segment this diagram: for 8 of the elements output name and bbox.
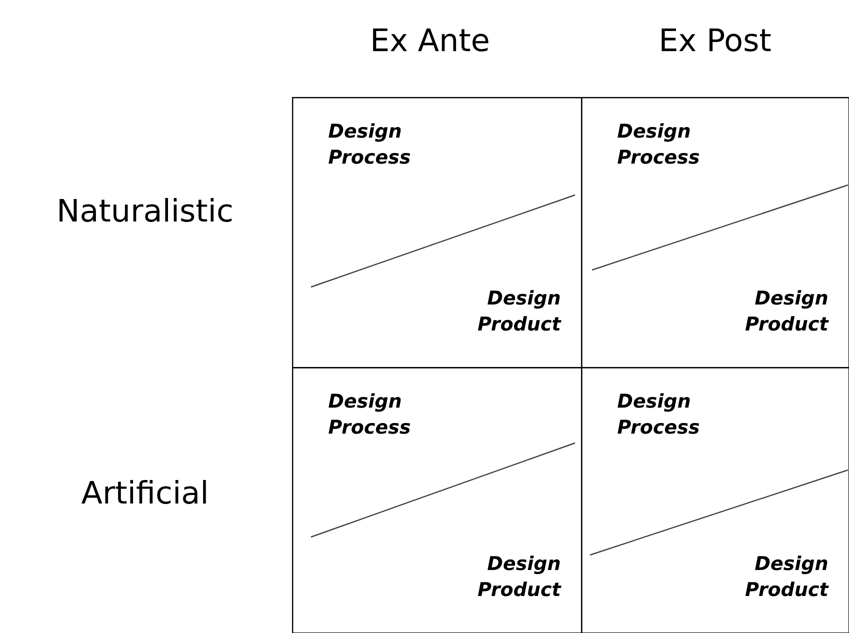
grid-cell: Design Process Design Product xyxy=(292,367,582,633)
row-header: Artificial xyxy=(81,480,206,504)
row-header: Naturalistic xyxy=(60,198,232,222)
column-header: Ex Post xyxy=(662,28,771,52)
grid-cell: Design Process Design Product xyxy=(292,97,582,368)
column-header: Ex Ante xyxy=(373,28,488,52)
grid-cell: Design Process Design Product xyxy=(581,367,849,633)
grid-cell: Design Process Design Product xyxy=(581,97,849,368)
